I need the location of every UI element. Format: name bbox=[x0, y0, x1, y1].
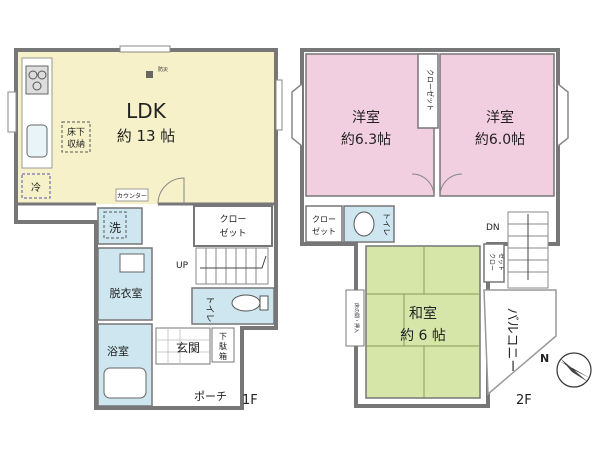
ldk-door-swing bbox=[157, 177, 185, 205]
counter-label: カウンター bbox=[117, 192, 147, 200]
stairs-2f bbox=[507, 211, 549, 289]
western-room-a bbox=[305, 53, 435, 197]
sink-icon bbox=[26, 124, 48, 158]
ldk-name: LDK bbox=[126, 99, 167, 123]
closet-small2-label-1: クロー bbox=[488, 253, 495, 271]
washer-label: 洗 bbox=[109, 221, 121, 235]
balcony-label: バルコニー bbox=[504, 308, 519, 373]
western-room-a-size: 約6.3帖 bbox=[341, 132, 391, 148]
fridge-box bbox=[21, 173, 51, 199]
bay-window-right bbox=[557, 83, 569, 147]
western-room-b-name: 洋室 bbox=[486, 109, 514, 126]
stove-icon bbox=[25, 65, 49, 95]
tokonoma bbox=[345, 289, 365, 347]
dressing-room-label: 脱衣室 bbox=[110, 286, 143, 300]
toilet-2f-label: トイレ bbox=[382, 212, 391, 236]
floor-2-label: 2F bbox=[516, 393, 532, 408]
japanese-room-name: 和室 bbox=[409, 305, 437, 322]
entrance bbox=[155, 327, 211, 365]
underfloor-label-1: 床下 bbox=[67, 126, 85, 138]
window-ldk-top bbox=[119, 45, 171, 53]
western-room-b-size: 約6.0帖 bbox=[475, 132, 525, 148]
toilet-bowl-1f bbox=[231, 294, 261, 312]
washer-area bbox=[97, 207, 143, 245]
shoe-box-label-3: 箱 bbox=[219, 351, 227, 361]
fridge-label: 冷 bbox=[31, 181, 41, 194]
bathtub-icon bbox=[103, 367, 147, 399]
smoke-detector-icon bbox=[146, 71, 153, 78]
balcony bbox=[483, 289, 557, 396]
smoke-detector-label: 防災 bbox=[158, 66, 168, 73]
porch-label: ポーチ bbox=[194, 390, 227, 403]
dn-label: DN bbox=[486, 223, 500, 233]
closet-small-2f bbox=[305, 205, 343, 243]
closet-vertical-label: クローゼット bbox=[426, 69, 435, 111]
toilet-bowl-2f bbox=[353, 211, 375, 237]
closet-small-label-2: ゼット bbox=[312, 226, 336, 236]
shoe-box-label-2: 駄 bbox=[219, 341, 227, 351]
floor-1: 冷 床下 収納 LDK 約 13 帖 防災 カウンター 洗 クロー ゼット UP bbox=[7, 45, 283, 410]
up-label: UP bbox=[176, 261, 189, 271]
closet-1f bbox=[193, 205, 273, 247]
toilet-1f-label: トイレ bbox=[204, 295, 214, 322]
underfloor-label-2: 収納 bbox=[67, 138, 85, 150]
compass-label: N bbox=[540, 352, 549, 365]
ldk-size: 約 13 帖 bbox=[117, 127, 176, 145]
closet-small-label-1: クロー bbox=[312, 215, 336, 224]
floor-1-outer-wall bbox=[14, 48, 278, 410]
shoe-box-label-1: 下 bbox=[219, 332, 227, 341]
stairs-1f bbox=[195, 247, 269, 285]
japanese-room bbox=[365, 245, 481, 399]
counter-box bbox=[115, 188, 149, 202]
underfloor-storage bbox=[61, 121, 91, 153]
window-ldk-right bbox=[275, 79, 283, 131]
closet-1f-label-1: クロー bbox=[219, 214, 246, 225]
bay-window-left bbox=[291, 83, 303, 147]
floor-2: 洋室 約6.3帖 クローゼット 洋室 約6.0帖 クロー ゼット トイレ DN … bbox=[291, 48, 569, 408]
japanese-room-size: 約 6 帖 bbox=[400, 328, 446, 344]
western-room-b bbox=[439, 53, 555, 197]
window-ldk-left bbox=[7, 91, 17, 133]
closet-1f-label-2: ゼット bbox=[219, 227, 246, 239]
closet-vertical bbox=[417, 53, 439, 129]
shoe-box bbox=[211, 327, 235, 363]
western-room-a-name: 洋室 bbox=[352, 109, 380, 126]
tokonoma-label: 床の間・押入 bbox=[353, 303, 360, 333]
closet-small2-2f bbox=[483, 243, 505, 283]
floor-1-label: 1F bbox=[242, 393, 258, 408]
closet-small2-label-2: ゼット bbox=[497, 253, 505, 271]
bathroom-label: 浴室 bbox=[107, 344, 129, 358]
entrance-label: 玄関 bbox=[176, 340, 200, 355]
washbasin-icon bbox=[119, 253, 145, 273]
compass-icon: N bbox=[540, 352, 592, 388]
